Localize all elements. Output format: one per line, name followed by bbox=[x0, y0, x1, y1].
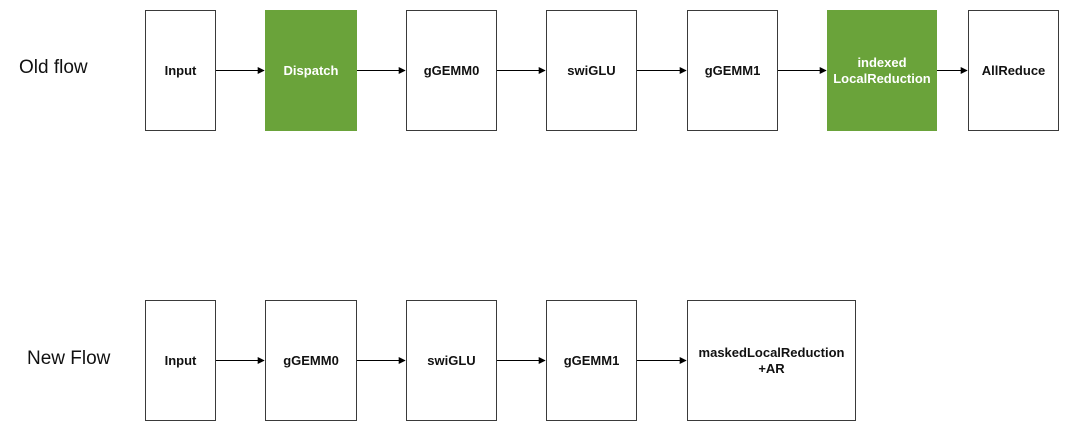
new-flow-node-masked-local-reduction-ar-label-line: maskedLocalReduction bbox=[698, 344, 845, 360]
old-flow-node-allreduce-label-line: AllReduce bbox=[981, 62, 1046, 78]
new-flow-node-ggemm1: gGEMM1 bbox=[546, 300, 637, 421]
old-flow-label: Old flow bbox=[19, 57, 88, 78]
old-flow-node-dispatch-label-line: Dispatch bbox=[283, 62, 339, 78]
old-flow-node-input: Input bbox=[145, 10, 216, 131]
new-flow-node-masked-local-reduction-ar-label-line: +AR bbox=[758, 360, 785, 376]
old-flow-node-indexed-local-reduction-label-line: LocalReduction bbox=[833, 70, 931, 86]
old-flow-node-dispatch: Dispatch bbox=[265, 10, 357, 131]
new-flow-node-swiglu: swiGLU bbox=[406, 300, 497, 421]
old-flow-node-allreduce: AllReduce bbox=[968, 10, 1059, 131]
old-flow-node-ggemm1: gGEMM1 bbox=[687, 10, 778, 131]
old-flow-node-ggemm1-label-line: gGEMM1 bbox=[704, 62, 761, 78]
new-flow-node-ggemm1-label-line: gGEMM1 bbox=[563, 352, 620, 368]
old-flow-node-indexed-local-reduction-label-line: indexed bbox=[857, 54, 907, 70]
new-flow-node-ggemm0: gGEMM0 bbox=[265, 300, 357, 421]
old-flow-node-ggemm0: gGEMM0 bbox=[406, 10, 497, 131]
new-flow-node-masked-local-reduction-ar: maskedLocalReduction+AR bbox=[687, 300, 856, 421]
new-flow-node-input-label-line: Input bbox=[164, 352, 197, 368]
old-flow-node-swiglu: swiGLU bbox=[546, 10, 637, 131]
old-flow-node-ggemm0-label-line: gGEMM0 bbox=[423, 62, 480, 78]
new-flow-label: New Flow bbox=[27, 348, 111, 369]
new-flow-node-input: Input bbox=[145, 300, 216, 421]
old-flow-node-swiglu-label-line: swiGLU bbox=[567, 62, 616, 78]
old-flow-node-input-label-line: Input bbox=[164, 62, 197, 78]
new-flow-node-swiglu-label-line: swiGLU bbox=[427, 352, 476, 368]
new-flow-node-ggemm0-label-line: gGEMM0 bbox=[283, 352, 339, 368]
